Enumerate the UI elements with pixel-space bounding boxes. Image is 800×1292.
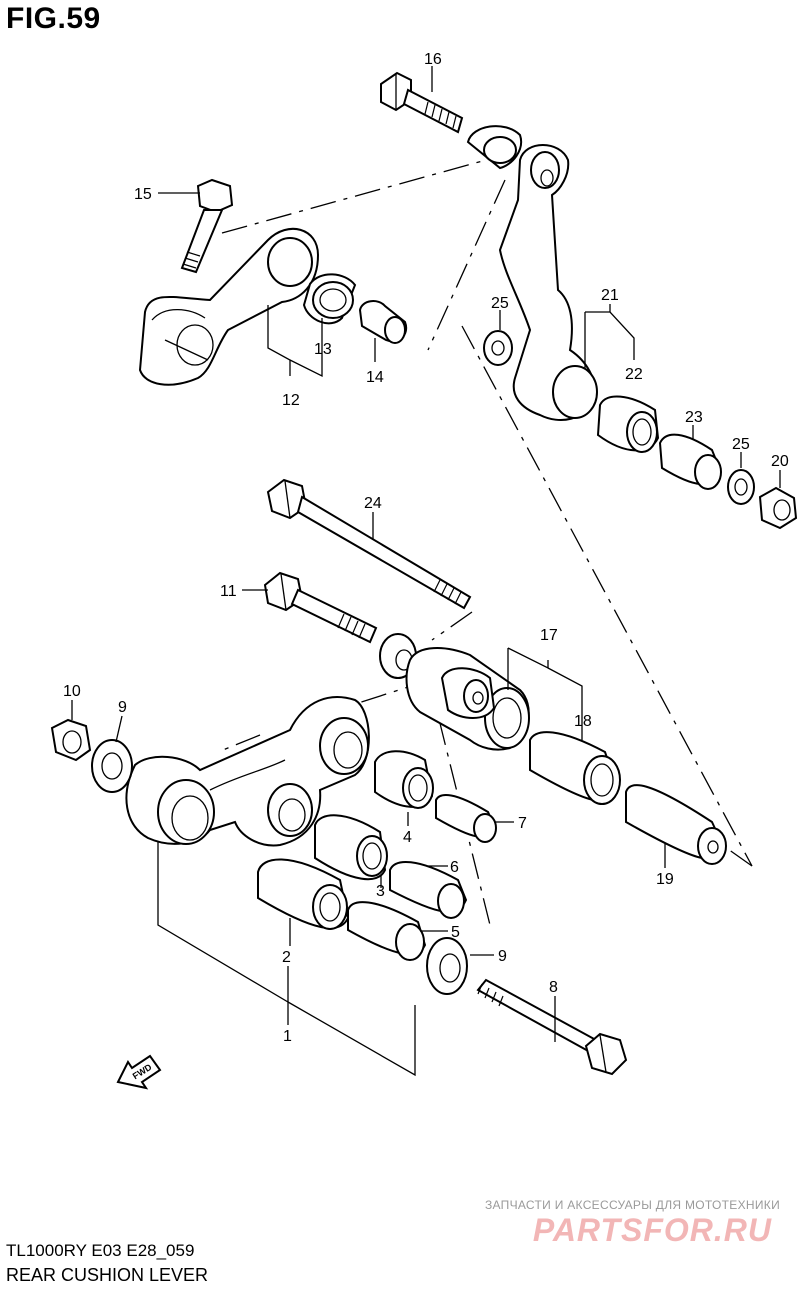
- callout-6: 6: [450, 859, 459, 876]
- callout-19: 19: [656, 871, 674, 888]
- part-13-bearing: [302, 273, 357, 325]
- part-25-washer-upper: [483, 330, 513, 366]
- callout-1: 1: [283, 1028, 292, 1045]
- callout-3: 3: [376, 883, 385, 900]
- part-7-spacer: [435, 794, 497, 843]
- part-6-spacer: [389, 861, 468, 919]
- callout-17: 17: [540, 627, 558, 644]
- callout-24: 24: [364, 495, 382, 512]
- callout-21: 21: [601, 287, 619, 304]
- part-20-nut: [758, 486, 798, 530]
- part-14-spacer: [358, 300, 408, 344]
- part-15-bolt: [180, 178, 234, 274]
- callout-9-right: 9: [498, 948, 507, 965]
- callout-22: 22: [625, 366, 643, 383]
- callout-15: 15: [134, 186, 152, 203]
- part-10-nut: [50, 718, 92, 762]
- callout-18: 18: [574, 713, 592, 730]
- part-1-lower-lever: [125, 696, 370, 847]
- callout-25-upper: 25: [491, 295, 509, 312]
- part-18-bearing: [529, 731, 621, 805]
- callout-23: 23: [685, 409, 703, 426]
- figure-title: FIG.59: [6, 2, 101, 35]
- part-9-washer-left: [91, 739, 133, 793]
- part-17-spacer-assy: [405, 647, 530, 751]
- part-25-washer-right: [727, 469, 755, 505]
- callout-4: 4: [403, 829, 412, 846]
- callout-numbers: 16 15 13 14 12 21 25 22 23 25 20 24 11 1…: [63, 51, 789, 1045]
- part-4-bearing: [374, 750, 434, 809]
- callout-5: 5: [451, 924, 460, 941]
- part-23-spacer: [658, 433, 722, 490]
- part-3-bearing: [314, 814, 388, 881]
- part-8-bolt: [476, 978, 628, 1076]
- callout-2: 2: [282, 949, 291, 966]
- callout-16: 16: [424, 51, 442, 68]
- part-21-cushion-rod: [466, 125, 598, 421]
- part-9-washer-right: [426, 937, 468, 995]
- callout-14: 14: [366, 369, 384, 386]
- model-code: TL1000RY E03 E28_059: [6, 1241, 195, 1260]
- callout-25-right: 25: [732, 436, 750, 453]
- part-24-long-bolt: [266, 478, 472, 610]
- callout-13: 13: [314, 341, 332, 358]
- part-19-spacer: [625, 784, 727, 865]
- part-11-bolt: [263, 571, 378, 644]
- part-22-bearing: [596, 395, 660, 453]
- leader-lines: [71, 66, 781, 1077]
- part-5-spacer: [347, 901, 427, 961]
- watermark-tagline: ЗАПЧАСТИ И АКСЕССУАРЫ ДЛЯ МОТОТЕХНИКИ: [484, 1198, 780, 1212]
- fwd-arrow-icon: FWD: [116, 1054, 162, 1090]
- callout-8: 8: [549, 979, 558, 996]
- callout-12: 12: [282, 392, 300, 409]
- callout-9-left: 9: [118, 699, 127, 716]
- part-16-bolt: [380, 71, 464, 134]
- part-2-bearing: [257, 858, 350, 930]
- callout-20: 20: [771, 453, 789, 470]
- section-title: REAR CUSHION LEVER: [6, 1265, 209, 1285]
- callout-11: 11: [220, 583, 237, 600]
- watermark-brand: PARTSFOR.RU: [532, 1212, 772, 1248]
- callout-7: 7: [518, 815, 527, 832]
- callout-10: 10: [63, 683, 81, 700]
